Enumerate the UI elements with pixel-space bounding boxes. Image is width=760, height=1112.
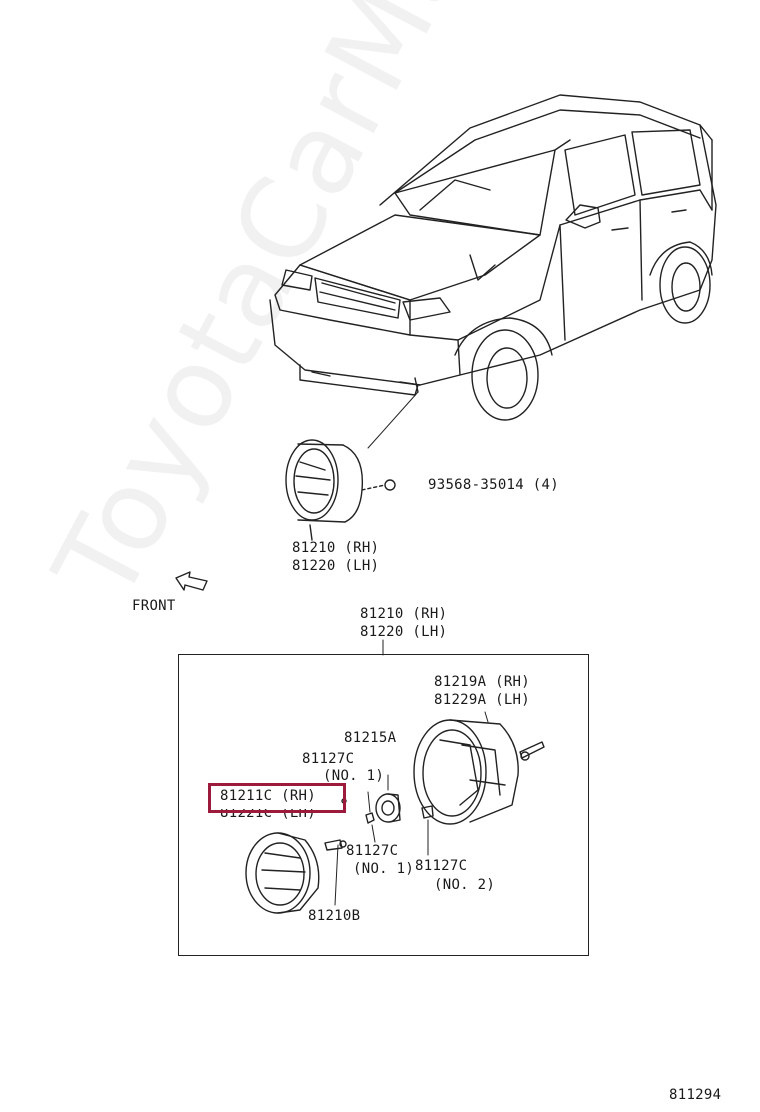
callout-screw-mid: 81127C [346, 843, 399, 859]
callout-bulb: 81210B [308, 908, 361, 924]
callout-assy-rh: 81210 (RH) [360, 606, 448, 622]
callout-housing-rh: 81219A (RH) [434, 674, 531, 690]
callout-fog-lamp-lh: 81220 (LH) [292, 558, 380, 574]
callout-bolt: 93568-35014 (4) [428, 477, 559, 493]
fog-lamp-upper [285, 439, 396, 541]
callout-housing-lh: 81229A (LH) [434, 692, 531, 708]
front-label: FRONT [132, 598, 176, 614]
callout-socket: 81215A [344, 730, 397, 746]
callout-screw-right: 81127C [415, 858, 468, 874]
diagram-code: 811294 [669, 1087, 722, 1103]
callout-screw-right-no: (NO. 2) [434, 877, 496, 893]
highlight-box [208, 783, 346, 813]
callout-screw-mid-no: (NO. 1) [353, 861, 415, 877]
callout-screw-top: 81127C [302, 751, 355, 767]
front-arrow-icon [175, 571, 208, 591]
callout-lens-rh: 81211C (RH) [220, 788, 317, 804]
callout-fog-lamp-rh: 81210 (RH) [292, 540, 380, 556]
vehicle-illustration [269, 94, 717, 449]
callout-assy-lh: 81220 (LH) [360, 624, 448, 640]
callout-screw-top-no: (NO. 1) [323, 768, 385, 784]
detail-frame [178, 654, 589, 956]
